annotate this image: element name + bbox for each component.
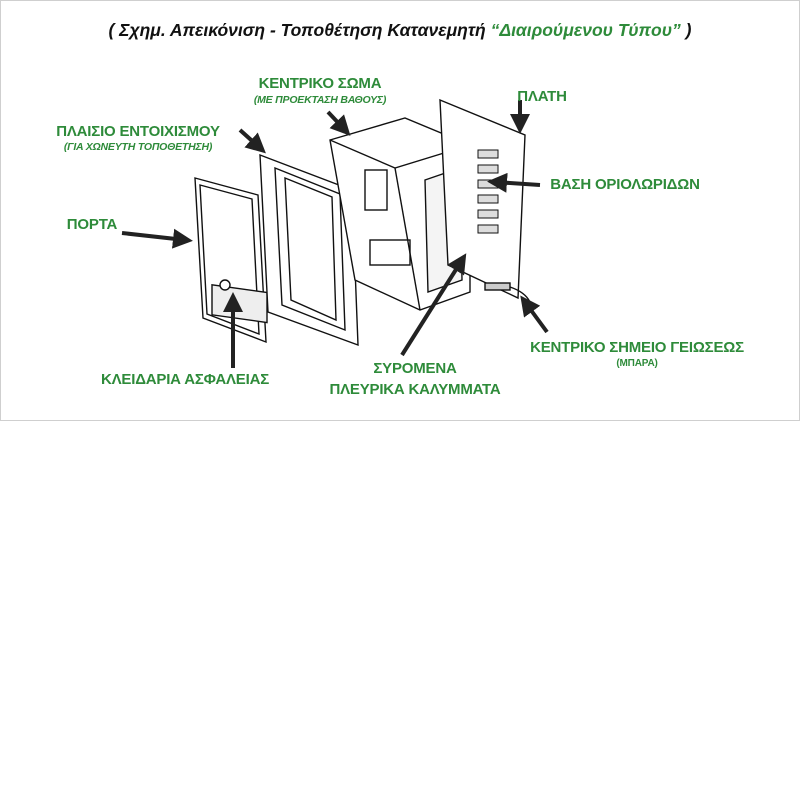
label-door: ΠΟΡΤΑ — [66, 216, 118, 233]
label-terminal-base: ΒΑΣΗ ΟΡΙΟΛΩΡΙΔΩΝ — [550, 176, 700, 193]
label-central-body: ΚΕΝΤΡΙΚΟ ΣΩΜΑ — [258, 75, 382, 92]
label-frame-sub: (ΓΙΑ ΧΩΝΕΥΤΗ ΤΟΠΟΘΕΤΗΣΗ) — [63, 141, 213, 153]
label-covers-2: ΠΛΕΥΡΙΚΑ ΚΑΛΥΜΜΑΤΑ — [329, 381, 501, 398]
door — [194, 177, 268, 344]
label-lock: ΚΛΕΙΔΑΡΙΑ ΑΣΦΑΛΕΙΑΣ — [100, 371, 270, 388]
door-arrow — [121, 228, 193, 249]
terminal-base-arrow — [487, 172, 541, 193]
diagram-title: ( Σχημ. Απεικόνιση - Τοποθέτηση Κατανεμη… — [108, 20, 692, 40]
covers-arrow — [400, 253, 467, 357]
body-arrow — [326, 110, 351, 136]
ground-arrow — [520, 295, 549, 334]
label-ground: ΚΕΝΤΡΙΚΟ ΣΗΜΕΙΟ ΓΕΙΩΣΕΩΣ — [530, 339, 744, 356]
label-central-body-sub: (ΜΕ ΠΡΟΕΚΤΑΣΗ ΒΑΘΟΥΣ) — [253, 94, 387, 106]
label-plate: ΠΛΑΤΗ — [517, 88, 567, 105]
label-frame: ΠΛΑΙΣΙΟ ΕΝΤΟΙΧΙΣΜΟΥ — [56, 123, 220, 140]
exploded-distributor-drawing — [121, 98, 549, 368]
label-covers-1: ΣΥΡΟΜΕΝΑ — [373, 360, 457, 377]
back-plate — [439, 98, 526, 300]
recess-frame — [259, 153, 359, 347]
frame-arrow — [238, 128, 266, 154]
label-ground-sub: (ΜΠΑΡΑ) — [616, 358, 658, 369]
